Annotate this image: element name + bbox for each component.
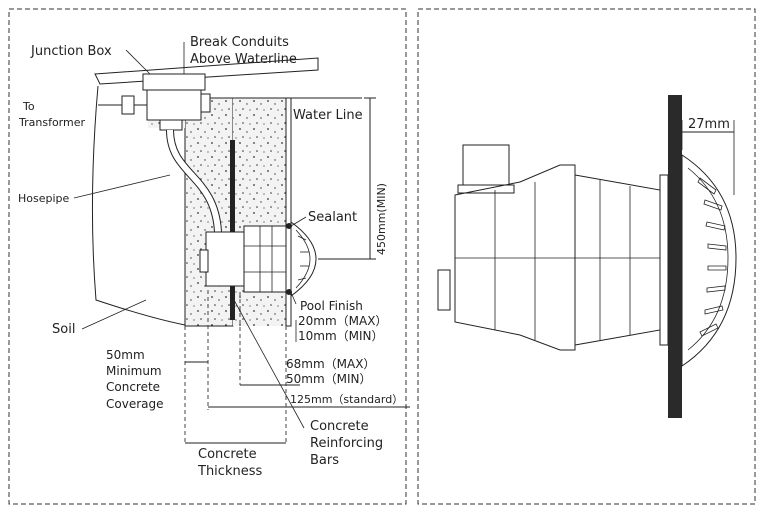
left-panel-frame: [8, 8, 407, 505]
label-coverage-minimum: Minimum: [106, 364, 162, 378]
light-housing: [205, 231, 245, 287]
light-body: [243, 225, 287, 293]
label-rebar-reinforcing: Reinforcing: [310, 436, 383, 451]
label-min-depth: 450mm(MIN): [375, 183, 388, 255]
label-transformer: Transformer: [18, 116, 85, 129]
ground-slab: [94, 57, 319, 85]
pool-wall: [668, 95, 682, 418]
junction-box-outlet: [159, 119, 183, 131]
label-coverage-coverage: Coverage: [106, 397, 164, 411]
label-water-line: Water Line: [293, 108, 363, 123]
light-body-front: [574, 174, 661, 346]
lens-fins: [697, 177, 727, 337]
reinforcing-bar: [230, 140, 235, 320]
rear-cap: [462, 144, 510, 188]
sealant-top: [286, 223, 292, 229]
hosepipe-inner: [167, 129, 221, 233]
front-lens: [681, 154, 737, 367]
label-break-conduits: Break Conduits: [190, 35, 289, 50]
light-rear-cap: [199, 249, 209, 273]
label-depth-max: 68mm（MAX）: [286, 357, 375, 371]
label-soil: Soil: [52, 322, 75, 337]
label-rebar-concrete: Concrete: [310, 419, 369, 434]
light-lens: [290, 221, 317, 297]
label-depth-min: 50mm（MIN）: [286, 372, 372, 386]
label-standard: 125mm（standard）: [290, 393, 403, 406]
cross-section: [73, 42, 410, 445]
right-panel-frame: [417, 8, 756, 505]
label-sealant: Sealant: [308, 210, 357, 225]
label-27mm: 27mm: [688, 117, 730, 132]
flange-plate: [659, 174, 669, 346]
junction-box-side: [200, 93, 211, 113]
side-port: [437, 269, 451, 311]
soil-outline: [91, 85, 186, 326]
label-above-waterline: Above Waterline: [190, 52, 297, 67]
label-thickness-thickness: Thickness: [197, 464, 262, 479]
junction-box-top: [142, 73, 206, 91]
product-side-view: [437, 95, 737, 418]
label-to: To: [22, 100, 35, 113]
label-junction-box: Junction Box: [30, 44, 112, 59]
label-rebar-bars: Bars: [310, 453, 339, 468]
light-body-side: [454, 164, 576, 351]
transformer-connector: [121, 95, 135, 115]
label-finish-min: 10mm（MIN）: [298, 329, 384, 343]
concrete-section: [184, 97, 234, 327]
label-pool-finish: Pool Finish: [300, 299, 363, 313]
label-hosepipe: Hosepipe: [18, 192, 70, 205]
junction-box: [146, 89, 202, 121]
label-thickness-concrete: Concrete: [198, 447, 257, 462]
label-finish-max: 20mm（MAX）: [298, 314, 387, 328]
label-coverage-50mm: 50mm: [106, 348, 145, 362]
label-coverage-concrete: Concrete: [106, 380, 160, 394]
